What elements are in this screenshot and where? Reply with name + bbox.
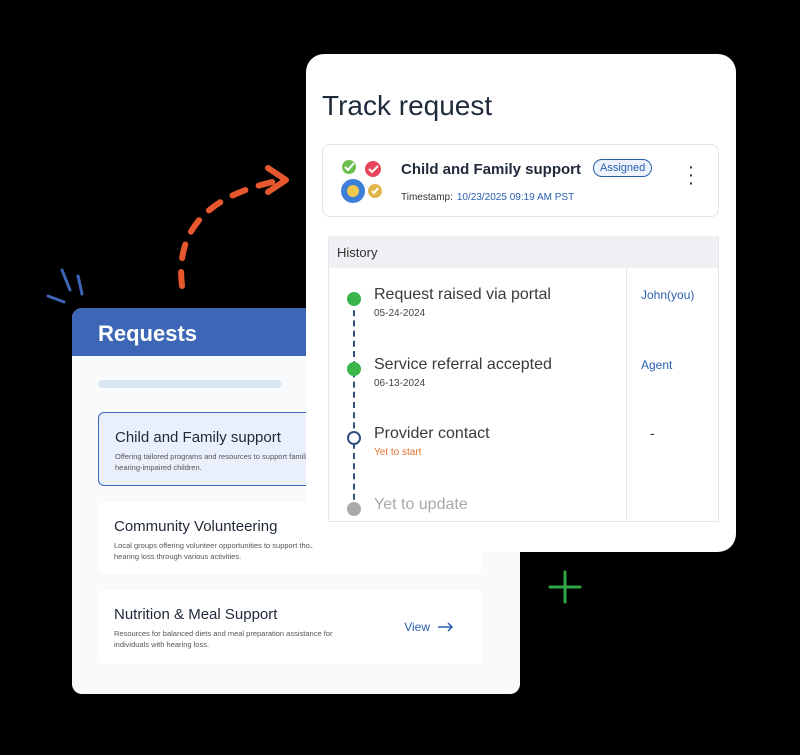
arrow-right-icon [438,622,454,632]
more-options-icon[interactable]: ··· [687,156,695,194]
request-item-nutrition[interactable]: Nutrition & Meal Support Resources for b… [98,590,482,664]
track-request-card: Track request Child and Family support A… [306,54,736,552]
page-title: Track request [322,90,493,121]
step-label: Yet to update [374,496,468,513]
request-item-description: Resources for balanced diets and meal pr… [114,629,333,649]
step-label: Request raised via portal [374,286,551,303]
request-item-title: Nutrition & Meal Support [114,606,278,623]
status-badge: Assigned [593,159,653,177]
step-complete-icon [347,362,361,376]
request-summary[interactable]: Child and Family support Assigned Timest… [322,144,719,217]
step-open-icon [347,431,361,445]
step-status: Yet to start [374,447,422,458]
view-link-label: View [404,620,430,634]
timeline-line [353,300,355,510]
step-date: 06-13-2024 [374,378,426,389]
step-actor: John(you) [641,288,695,302]
history-divider [626,268,627,521]
history-panel: History Request raised via portal 05-24-… [328,236,719,522]
plus-icon [548,570,582,604]
step-complete-icon [347,292,361,306]
step-actor: Agent [641,358,673,372]
view-link[interactable]: View [404,620,454,634]
spark-lines-icon [46,268,84,304]
request-item-description: Offering tailored programs and resources… [115,452,330,472]
request-item-description: Local groups offering volunteer opportun… [114,541,334,561]
search-placeholder-bar [98,380,282,388]
service-badge-icon [341,160,382,203]
request-item-title: Child and Family support [115,429,281,446]
arrow-head-icon [265,165,289,195]
history-header: History [329,236,718,268]
step-label: Service referral accepted [374,356,552,373]
request-name: Child and Family support [401,161,582,178]
step-label: Provider contact [374,425,490,442]
step-date: 05-24-2024 [374,308,426,319]
timestamp: Timestamp:10/23/2025 09:19 AM PST [401,192,574,203]
step-actor: - [650,425,655,441]
step-pending-icon [347,502,361,516]
timestamp-label: Timestamp: [401,192,453,203]
timestamp-value: 10/23/2025 09:19 AM PST [456,192,575,203]
dashed-arrow-icon [178,177,285,289]
request-item-title: Community Volunteering [114,518,278,535]
